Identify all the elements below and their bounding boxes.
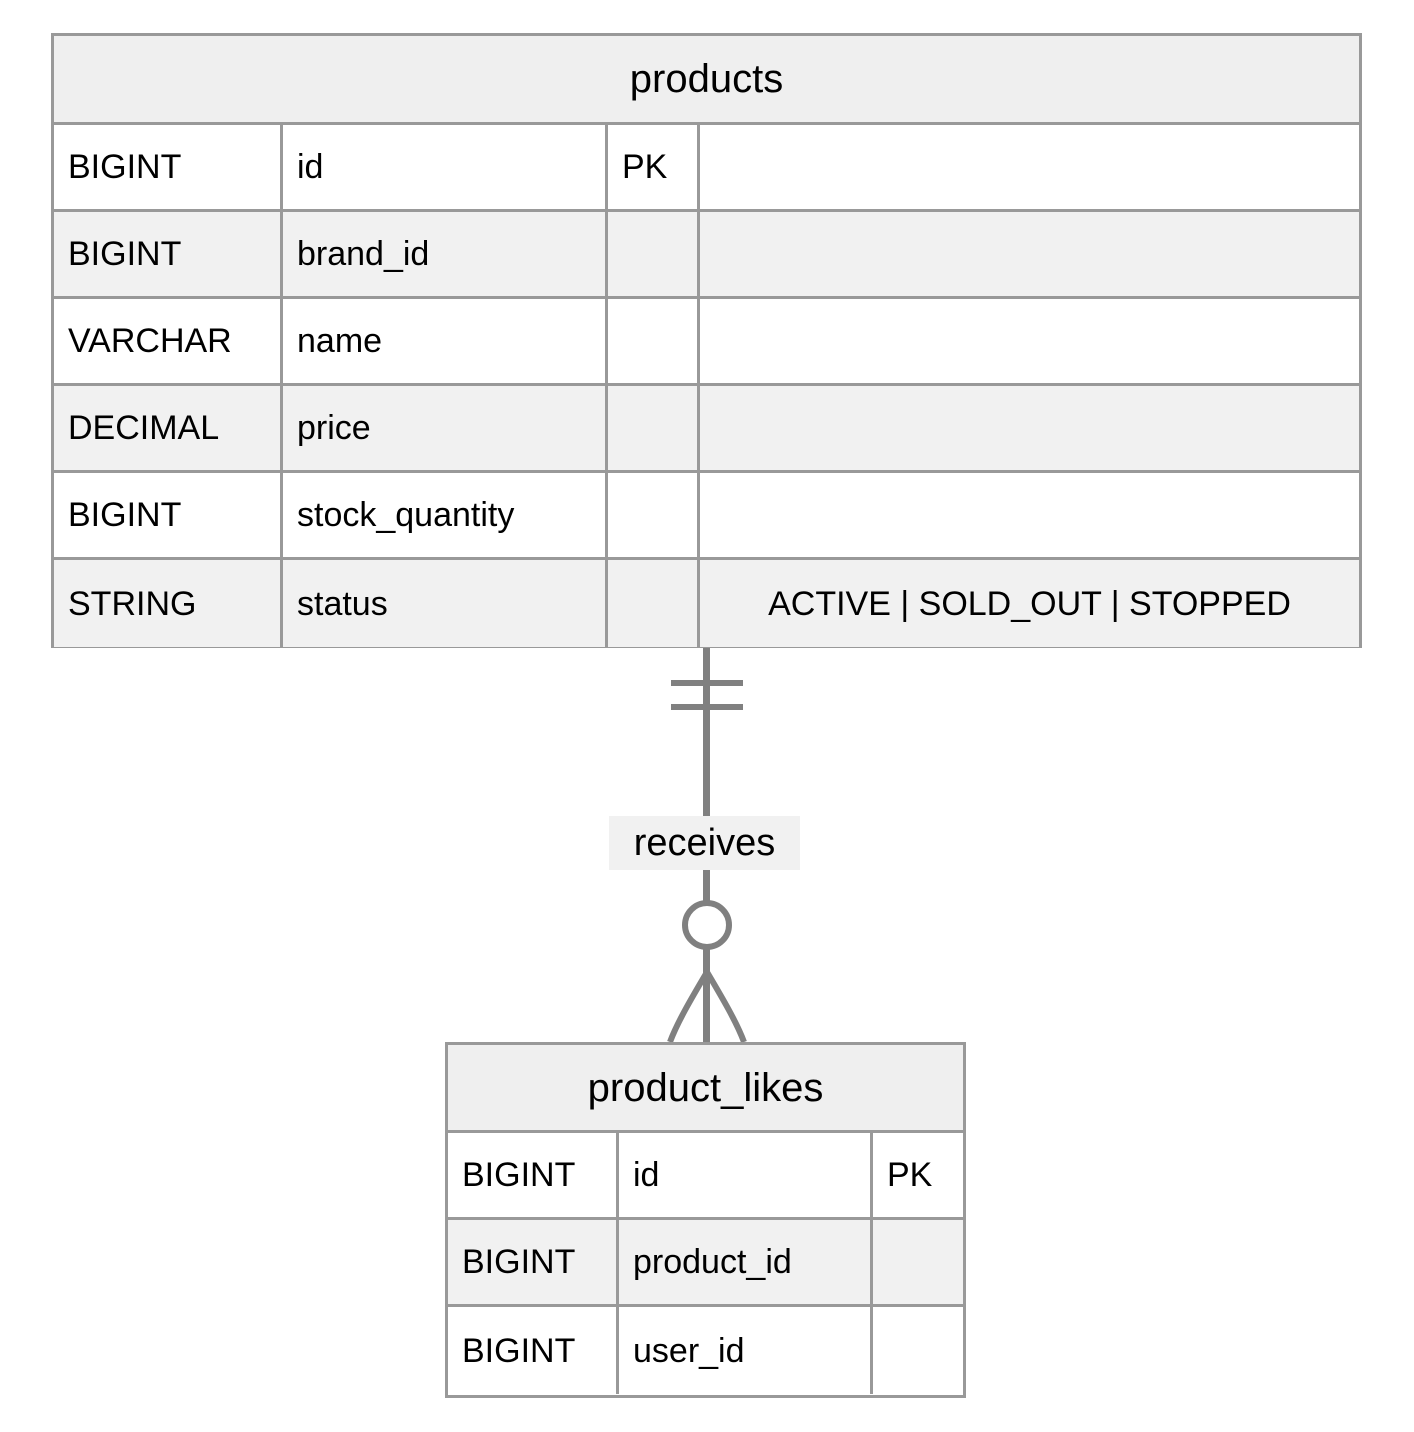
table-row[interactable]: STRING status ACTIVE | SOLD_OUT | STOPPE… [54, 560, 1359, 647]
table-row[interactable]: VARCHAR name [54, 299, 1359, 386]
entity-product-likes-title: product_likes [448, 1045, 963, 1133]
column-key: PK [887, 1156, 933, 1194]
column-key [873, 1307, 963, 1394]
column-name: user_id [619, 1307, 873, 1394]
column-type: BIGINT [448, 1307, 619, 1394]
column-type: VARCHAR [54, 299, 283, 383]
column-type: BIGINT [448, 1220, 619, 1304]
relationship-label-receives: receives [609, 816, 800, 870]
crow-foot-right-prong [704, 970, 747, 1044]
column-key [873, 1220, 963, 1304]
column-name: id [283, 125, 608, 209]
column-comment [700, 473, 1359, 557]
column-key [608, 473, 700, 557]
column-key: PK [608, 125, 700, 209]
column-name: id [619, 1133, 873, 1217]
table-row[interactable]: BIGINT product_id [448, 1220, 963, 1307]
entity-products[interactable]: products BIGINT id PK BIGINT brand_id VA… [51, 33, 1362, 648]
column-type: DECIMAL [54, 386, 283, 470]
column-key [608, 299, 700, 383]
table-row[interactable]: BIGINT brand_id [54, 212, 1359, 299]
cardinality-zero-circle [682, 900, 732, 950]
column-type: BIGINT [54, 125, 283, 209]
column-name: stock_quantity [283, 473, 608, 557]
column-type: STRING [54, 560, 283, 647]
column-name: name [283, 299, 608, 383]
entity-products-title: products [54, 36, 1359, 125]
table-row[interactable]: DECIMAL price [54, 386, 1359, 473]
column-key [608, 560, 700, 647]
column-comment [700, 212, 1359, 296]
table-row[interactable]: BIGINT user_id [448, 1307, 963, 1394]
column-type: BIGINT [54, 212, 283, 296]
column-name: status [283, 560, 608, 647]
column-type: BIGINT [448, 1133, 619, 1217]
crow-foot-left-prong [667, 970, 710, 1044]
column-key [608, 386, 700, 470]
cardinality-zero-or-many [667, 900, 747, 1044]
column-comment [700, 299, 1359, 383]
column-comment [700, 386, 1359, 470]
cardinality-one-tick-lower [671, 704, 743, 710]
cardinality-one-tick-upper [671, 680, 743, 686]
column-comment [700, 125, 1359, 209]
table-row[interactable]: BIGINT id PK [448, 1133, 963, 1220]
table-row[interactable]: BIGINT stock_quantity [54, 473, 1359, 560]
entity-product-likes[interactable]: product_likes BIGINT id PK BIGINT produc… [445, 1042, 966, 1398]
column-name: price [283, 386, 608, 470]
column-name: brand_id [283, 212, 608, 296]
column-key [608, 212, 700, 296]
table-row[interactable]: BIGINT id PK [54, 125, 1359, 212]
column-name: product_id [619, 1220, 873, 1304]
column-comment: ACTIVE | SOLD_OUT | STOPPED [768, 584, 1291, 623]
column-type: BIGINT [54, 473, 283, 557]
